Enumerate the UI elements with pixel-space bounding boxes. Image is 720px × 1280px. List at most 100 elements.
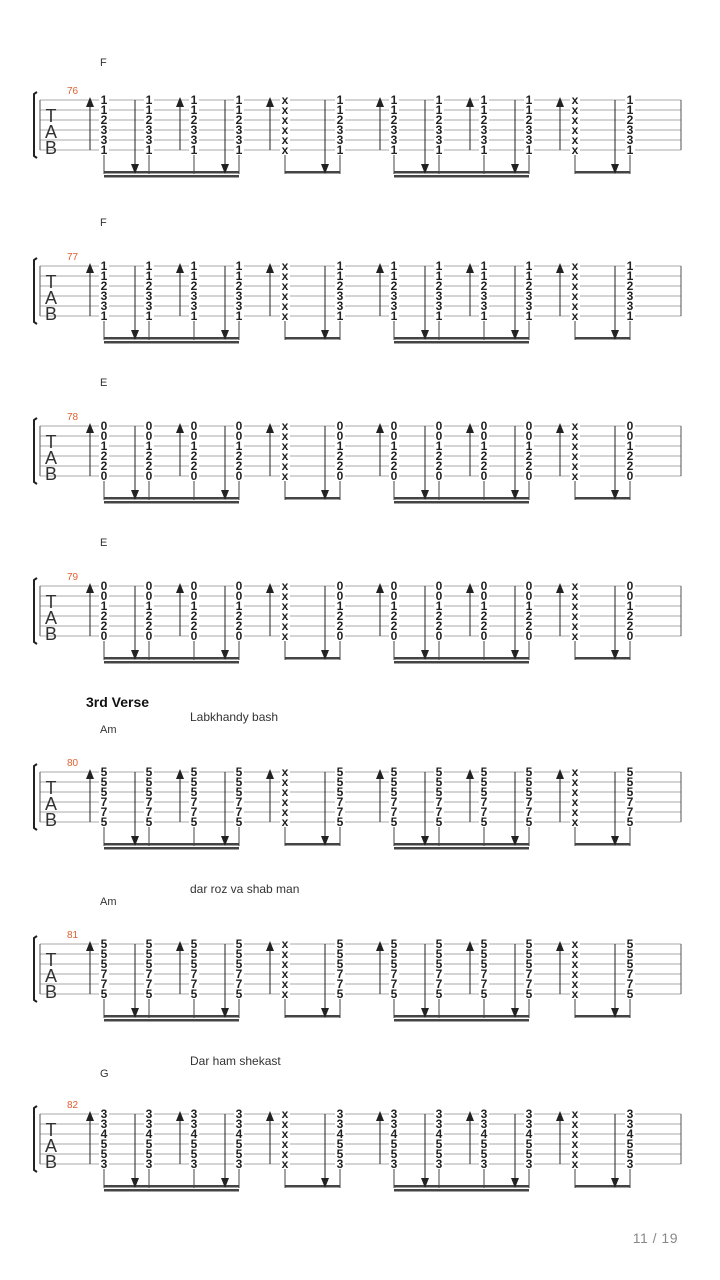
fret-number: 1 [101, 259, 108, 273]
fret-number: 7 [391, 977, 398, 991]
fret-number: 0 [146, 429, 153, 443]
fret-bg [524, 1149, 534, 1159]
strum-down-arrow [131, 330, 139, 340]
beam [394, 843, 529, 846]
tab-clef-letter: A [45, 1136, 57, 1156]
fret-bg [524, 939, 534, 949]
fret-number: 3 [337, 1117, 344, 1131]
fret-number: 2 [481, 609, 488, 623]
tab-system-81: dar roz va shab manAm81TAB55577555577555… [33, 882, 682, 1022]
strum-up-arrow [266, 97, 274, 107]
fret-bg [479, 601, 489, 611]
fret-number: 3 [391, 133, 398, 147]
strum-up-arrow [376, 423, 384, 433]
fret-bg [524, 281, 534, 291]
fret-bg [479, 939, 489, 949]
dead-note: x [572, 805, 579, 819]
strum-up-arrow [86, 423, 94, 433]
fret-bg [570, 979, 580, 989]
fret-bg [434, 105, 444, 115]
fret-bg [335, 281, 345, 291]
fret-bg [335, 105, 345, 115]
fret-number: 3 [391, 123, 398, 137]
fret-bg [280, 471, 290, 481]
fret-number: 7 [481, 795, 488, 809]
page-total: 19 [661, 1230, 678, 1246]
fret-number: 2 [391, 459, 398, 473]
fret-number: 3 [191, 289, 198, 303]
fret-number: 2 [526, 609, 533, 623]
dead-note: x [572, 279, 579, 293]
fret-bg [280, 979, 290, 989]
measure-number: 82 [67, 1100, 79, 1111]
fret-number: 1 [481, 93, 488, 107]
beam [394, 1185, 529, 1188]
fret-number: 1 [337, 143, 344, 157]
fret-number: 5 [481, 937, 488, 951]
fret-number: 2 [627, 619, 634, 633]
fret-bg [189, 817, 199, 827]
measure-number: 80 [67, 758, 79, 769]
fret-bg [524, 1139, 534, 1149]
fret-bg [389, 95, 399, 105]
fret-number: 2 [191, 459, 198, 473]
fret-bg [280, 301, 290, 311]
fret-number: 3 [627, 299, 634, 313]
fret-number: 3 [481, 123, 488, 137]
chord-name: Am [100, 724, 117, 736]
strum-down-arrow [611, 650, 619, 660]
fret-bg [99, 621, 109, 631]
dead-note: x [572, 309, 579, 323]
fret-number: 1 [526, 143, 533, 157]
measure-number: 77 [67, 252, 79, 263]
strum-down-arrow [321, 1178, 329, 1188]
fret-number: 0 [627, 419, 634, 433]
fret-bg [335, 631, 345, 641]
fret-number: 5 [236, 765, 243, 779]
strum-down-arrow [131, 164, 139, 174]
beam [285, 657, 340, 660]
fret-number: 5 [436, 1137, 443, 1151]
fret-bg [524, 105, 534, 115]
beam [394, 1189, 529, 1192]
fret-number: 5 [526, 785, 533, 799]
fret-bg [234, 631, 244, 641]
fret-number: 2 [101, 609, 108, 623]
fret-number: 3 [436, 1157, 443, 1171]
strum-up-arrow [176, 941, 184, 951]
fret-number: 3 [391, 1157, 398, 1171]
system-bracket [33, 935, 38, 1003]
tab-system-82: Dar ham shekastG82TAB3345533345533345533… [33, 1054, 682, 1192]
tab-clef-letter: A [45, 966, 57, 986]
fret-bg [570, 105, 580, 115]
fret-number: 1 [146, 269, 153, 283]
fret-number: 7 [526, 967, 533, 981]
dead-note: x [572, 1117, 579, 1131]
fret-number: 5 [391, 937, 398, 951]
fret-bg [99, 939, 109, 949]
strum-up-arrow [376, 97, 384, 107]
strum-down-arrow [221, 164, 229, 174]
fret-bg [625, 261, 635, 271]
fret-bg [389, 621, 399, 631]
fret-bg [479, 817, 489, 827]
fret-bg [189, 969, 199, 979]
dead-note: x [282, 957, 289, 971]
fret-bg [99, 271, 109, 281]
fret-bg [570, 959, 580, 969]
fret-bg [434, 301, 444, 311]
dead-note: x [282, 987, 289, 1001]
fret-number: 3 [627, 289, 634, 303]
fret-bg [625, 105, 635, 115]
beam [285, 1185, 340, 1188]
fret-bg [389, 601, 399, 611]
dead-note: x [572, 947, 579, 961]
fret-bg [524, 631, 534, 641]
fret-number: 1 [391, 309, 398, 323]
fret-number: 0 [526, 579, 533, 593]
dead-note: x [282, 775, 289, 789]
dead-note: x [282, 947, 289, 961]
fret-bg [570, 1119, 580, 1129]
lyric-text: dar roz va shab man [190, 882, 299, 896]
strum-down-arrow [421, 164, 429, 174]
